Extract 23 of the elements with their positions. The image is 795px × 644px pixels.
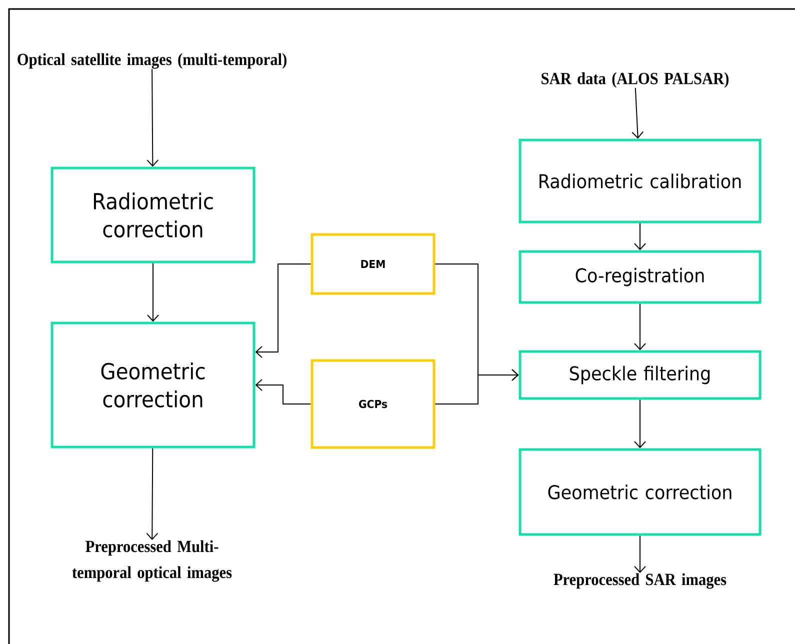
arrow bbox=[634, 535, 646, 574]
arrow bbox=[255, 379, 312, 404]
heading-text: SAR data (ALOS PALSAR) bbox=[542, 72, 729, 88]
heading-text: Preprocessed Multi-temporal optical images bbox=[72, 540, 232, 582]
input-box: DEM bbox=[310, 233, 436, 295]
arrow bbox=[147, 262, 159, 322]
arrow bbox=[634, 303, 646, 350]
arrow bbox=[146, 448, 158, 540]
input-box: GCPs bbox=[310, 359, 436, 449]
arrow bbox=[255, 264, 312, 358]
process-box: Geometric correction bbox=[50, 322, 256, 448]
process-box: Geometric correction bbox=[518, 448, 762, 536]
process-box: Radiometric correction bbox=[50, 166, 256, 264]
arrow bbox=[434, 369, 519, 404]
process-box: Radiometric calibration bbox=[518, 138, 762, 224]
process-box: Speckle filtering bbox=[518, 350, 762, 400]
arrow bbox=[632, 87, 644, 139]
arrow bbox=[146, 68, 159, 167]
heading-text: Optical satellite images (multi-temporal) bbox=[18, 53, 286, 69]
arrow bbox=[634, 222, 646, 250]
heading-text: Preprocessed SAR images bbox=[554, 573, 726, 589]
process-box: Co-registration bbox=[518, 250, 762, 304]
arrow bbox=[634, 399, 646, 448]
